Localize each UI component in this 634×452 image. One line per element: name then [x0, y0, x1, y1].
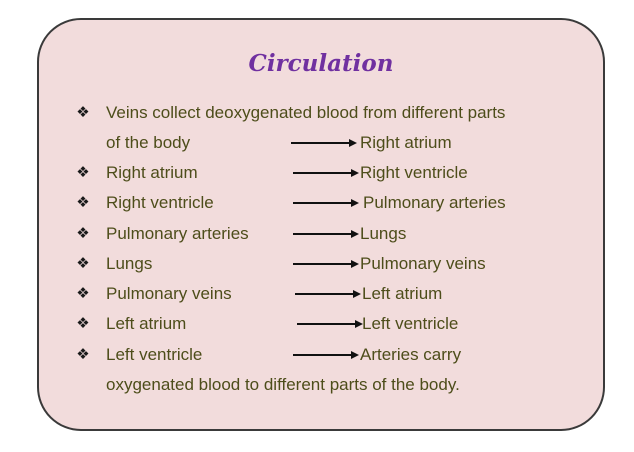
- item-to: Left atrium: [362, 284, 443, 303]
- right-arrow-icon: [291, 188, 361, 218]
- item-from: Right atrium: [106, 163, 198, 182]
- right-arrow-icon: [293, 279, 363, 309]
- diamond-bullet-icon: ❖: [76, 104, 90, 121]
- item-to: Pulmonary arteries: [363, 193, 506, 212]
- circulation-card: Circulation ❖ Veins collect deoxygenated…: [37, 18, 605, 431]
- card-title: Circulation: [248, 50, 394, 77]
- item-to: Right ventricle: [360, 163, 468, 182]
- diamond-bullet-icon: ❖: [76, 194, 90, 211]
- diamond-bullet-icon: ❖: [76, 346, 90, 363]
- list-item-continuation: of the body Right atrium: [39, 128, 605, 158]
- item-from: of the body: [106, 133, 191, 152]
- right-arrow-icon: [289, 128, 359, 158]
- right-arrow-icon: [291, 340, 361, 370]
- item-from: Pulmonary arteries: [106, 224, 249, 243]
- item-to: Lungs: [360, 224, 407, 243]
- list-item: ❖ Left ventricle Arteries carry: [39, 340, 605, 370]
- diamond-bullet-icon: ❖: [76, 315, 90, 332]
- closing-text: oxygenated blood to different parts of t…: [106, 375, 460, 394]
- diamond-bullet-icon: ❖: [76, 164, 90, 181]
- item-to: Left ventricle: [362, 314, 459, 333]
- list-item: ❖ Pulmonary veins Left atrium: [39, 279, 605, 309]
- diamond-bullet-icon: ❖: [76, 285, 90, 302]
- item-from: Left ventricle: [106, 345, 203, 364]
- item-from: Pulmonary veins: [106, 284, 232, 303]
- list-item: ❖ Right ventricle Pulmonary arteries: [39, 188, 605, 218]
- list-item: ❖ Veins collect deoxygenated blood from …: [39, 98, 605, 128]
- right-arrow-icon: [291, 249, 361, 279]
- item-from: Right ventricle: [106, 193, 214, 212]
- diamond-bullet-icon: ❖: [76, 225, 90, 242]
- list-item: ❖ Lungs Pulmonary veins: [39, 249, 605, 279]
- list-item: ❖ Right atrium Right ventricle: [39, 158, 605, 188]
- list-item: ❖ Left atrium Left ventricle: [39, 309, 605, 339]
- intro-text: Veins collect deoxygenated blood from di…: [106, 103, 506, 122]
- list-item-continuation: oxygenated blood to different parts of t…: [39, 370, 605, 400]
- item-to: Pulmonary veins: [360, 254, 486, 273]
- right-arrow-icon: [291, 219, 361, 249]
- item-to: Right atrium: [360, 133, 452, 152]
- item-from: Left atrium: [106, 314, 187, 333]
- item-from: Lungs: [106, 254, 153, 273]
- item-to: Arteries carry: [360, 345, 462, 364]
- right-arrow-icon: [291, 158, 361, 188]
- right-arrow-icon: [295, 309, 365, 339]
- diamond-bullet-icon: ❖: [76, 255, 90, 272]
- list-item: ❖ Pulmonary arteries Lungs: [39, 219, 605, 249]
